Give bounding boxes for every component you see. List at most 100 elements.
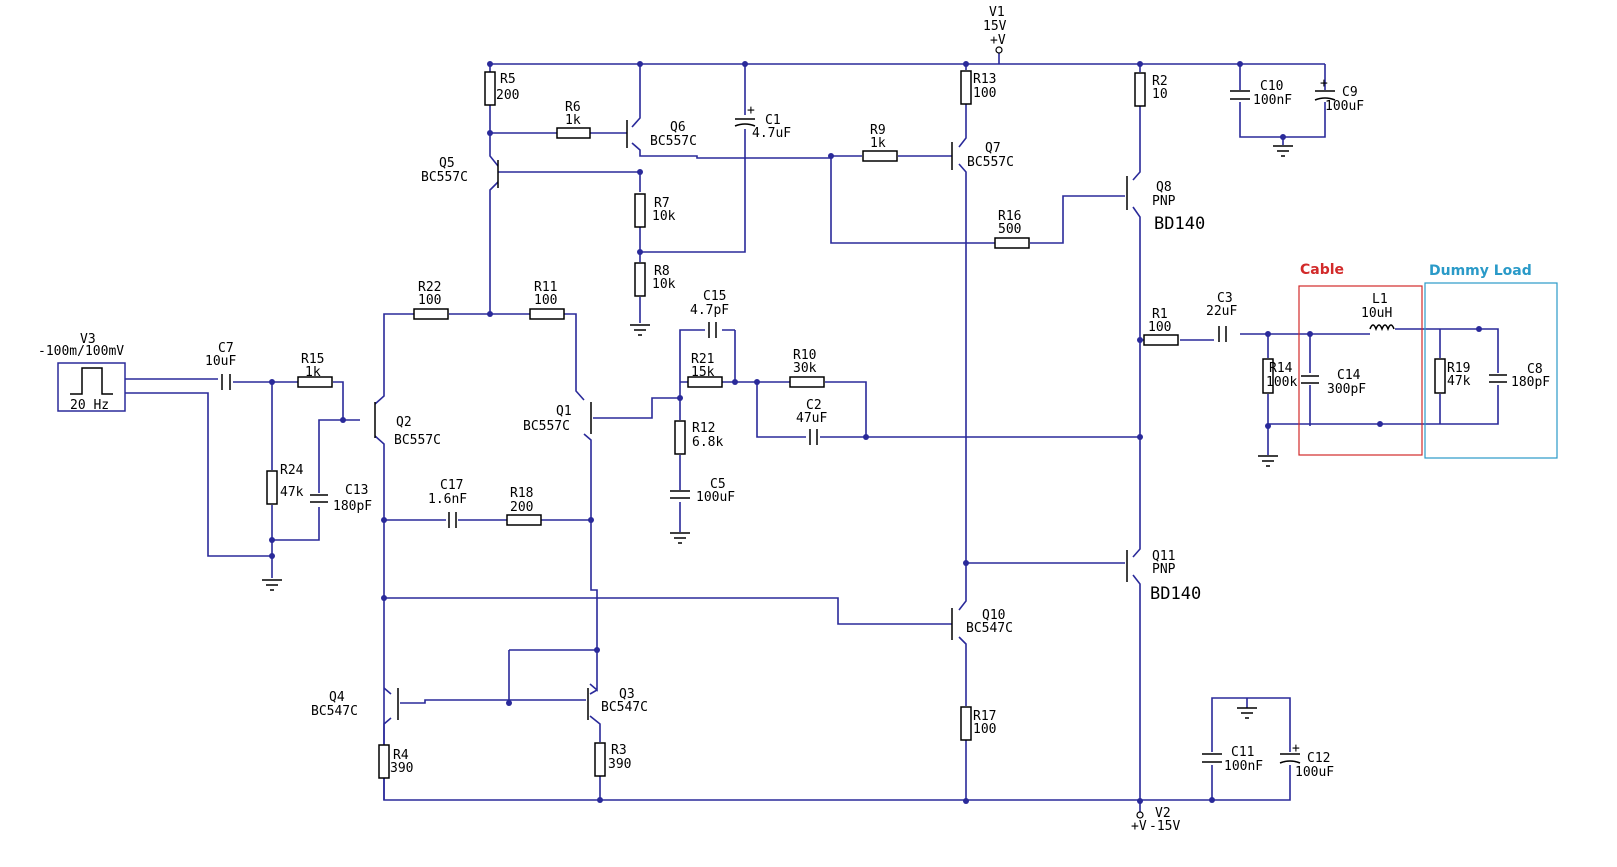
ground-icon [630,324,650,336]
q8-name: Q8 [1156,180,1172,195]
c9-body [1314,90,1336,101]
r4-body [378,744,390,779]
c10-value: 100nF [1253,93,1292,108]
q11-type: PNP [1152,562,1176,577]
c17-value: 1.6nF [428,492,467,507]
c14-name: C14 [1337,368,1361,383]
r3-body [594,742,606,777]
r11-value: 100 [534,293,557,308]
q7-name: Q7 [985,141,1001,156]
r11-name: R11 [534,280,557,295]
r17-body [960,706,972,741]
r21-body [687,376,723,388]
q2-name: Q2 [396,415,412,430]
c5-body [670,490,690,499]
c1-body [734,118,756,127]
q1-value: BC557C [523,419,570,434]
q4-name: Q4 [329,690,345,705]
v1-terminal [995,46,1003,54]
resistors [266,70,1446,779]
junctions [269,61,1482,804]
r14-body [1262,358,1274,394]
c13-body [310,494,328,503]
r15-body [297,376,333,388]
r13-body [960,70,972,105]
r16-value: 500 [998,222,1021,237]
r14-value: 100k [1266,375,1297,390]
c15-name: C15 [703,289,726,304]
dummy-load-title: Dummy Load [1429,263,1532,279]
r4-value: 390 [390,761,413,776]
r16-body [994,237,1030,249]
c17-body [448,512,457,528]
r12-name: R12 [692,421,715,436]
r5-name: R5 [500,72,516,87]
v1-pin: +V [990,33,1006,48]
c2-body [809,429,818,445]
r2-body [1134,72,1146,107]
r5-body [484,71,496,106]
dummy-load-box [1424,282,1558,459]
r8-body [634,262,646,297]
r16-name: R16 [998,209,1021,224]
r24-value: 47k [280,485,304,500]
v1-value: 15V [983,19,1007,34]
q10-value: BC547C [966,621,1013,636]
l1-inductor [1369,324,1395,332]
r24-name: R24 [280,463,304,478]
c9-name: C9 [1342,85,1358,100]
ground-icon [262,579,282,591]
r12-value: 6.8k [692,435,723,450]
q8-type: PNP [1152,194,1176,209]
c8-value: 180pF [1511,375,1550,390]
c11-value: 100nF [1224,759,1263,774]
r6-name: R6 [565,100,581,115]
q3-name: Q3 [619,687,635,702]
r2-value: 10 [1152,87,1168,102]
c8-name: C8 [1527,362,1543,377]
q11-name: Q11 [1152,549,1175,564]
c12-body [1279,753,1301,764]
q6-value: BC557C [650,134,697,149]
r10-name: R10 [793,348,816,363]
q11-value: BD140 [1150,584,1201,604]
c3-value: 22uF [1206,304,1237,319]
c7-body [221,374,231,390]
r12-body [674,420,686,455]
pulse-icon [70,367,113,395]
c9-value: 100uF [1325,99,1364,114]
v3-freq: 20 Hz [70,398,109,413]
grounds [262,145,1293,719]
c15-body [708,322,717,338]
c17-name: C17 [440,478,463,493]
r10-value: 30k [793,361,817,376]
r9-body [862,150,898,162]
cable-box [1298,285,1423,456]
ground-icon [670,532,690,544]
q8-value: BD140 [1154,214,1205,234]
r15-name: R15 [301,352,324,367]
r18-name: R18 [510,486,533,501]
r18-body [506,514,542,526]
c12-pol: + [1292,741,1300,756]
l1-name: L1 [1372,292,1388,307]
c8-body [1489,374,1507,383]
r7-value: 10k [652,209,676,224]
r22-body [413,308,449,320]
c5-name: C5 [710,477,726,492]
r19-value: 47k [1447,374,1471,389]
q10-name: Q10 [982,608,1005,623]
q7-value: BC557C [967,155,1014,170]
ground-icon [1258,455,1278,467]
r22-value: 100 [418,293,441,308]
r13-name: R13 [973,72,996,87]
q3-value: BC547C [601,700,648,715]
c1-pol: + [747,103,755,118]
r1-name: R1 [1152,307,1168,322]
sources [57,46,1144,819]
c2-value: 47uF [796,411,827,426]
r7-body [634,193,646,228]
c2-name: C2 [806,398,822,413]
r19-body [1434,358,1446,394]
c14-body [1301,375,1319,384]
